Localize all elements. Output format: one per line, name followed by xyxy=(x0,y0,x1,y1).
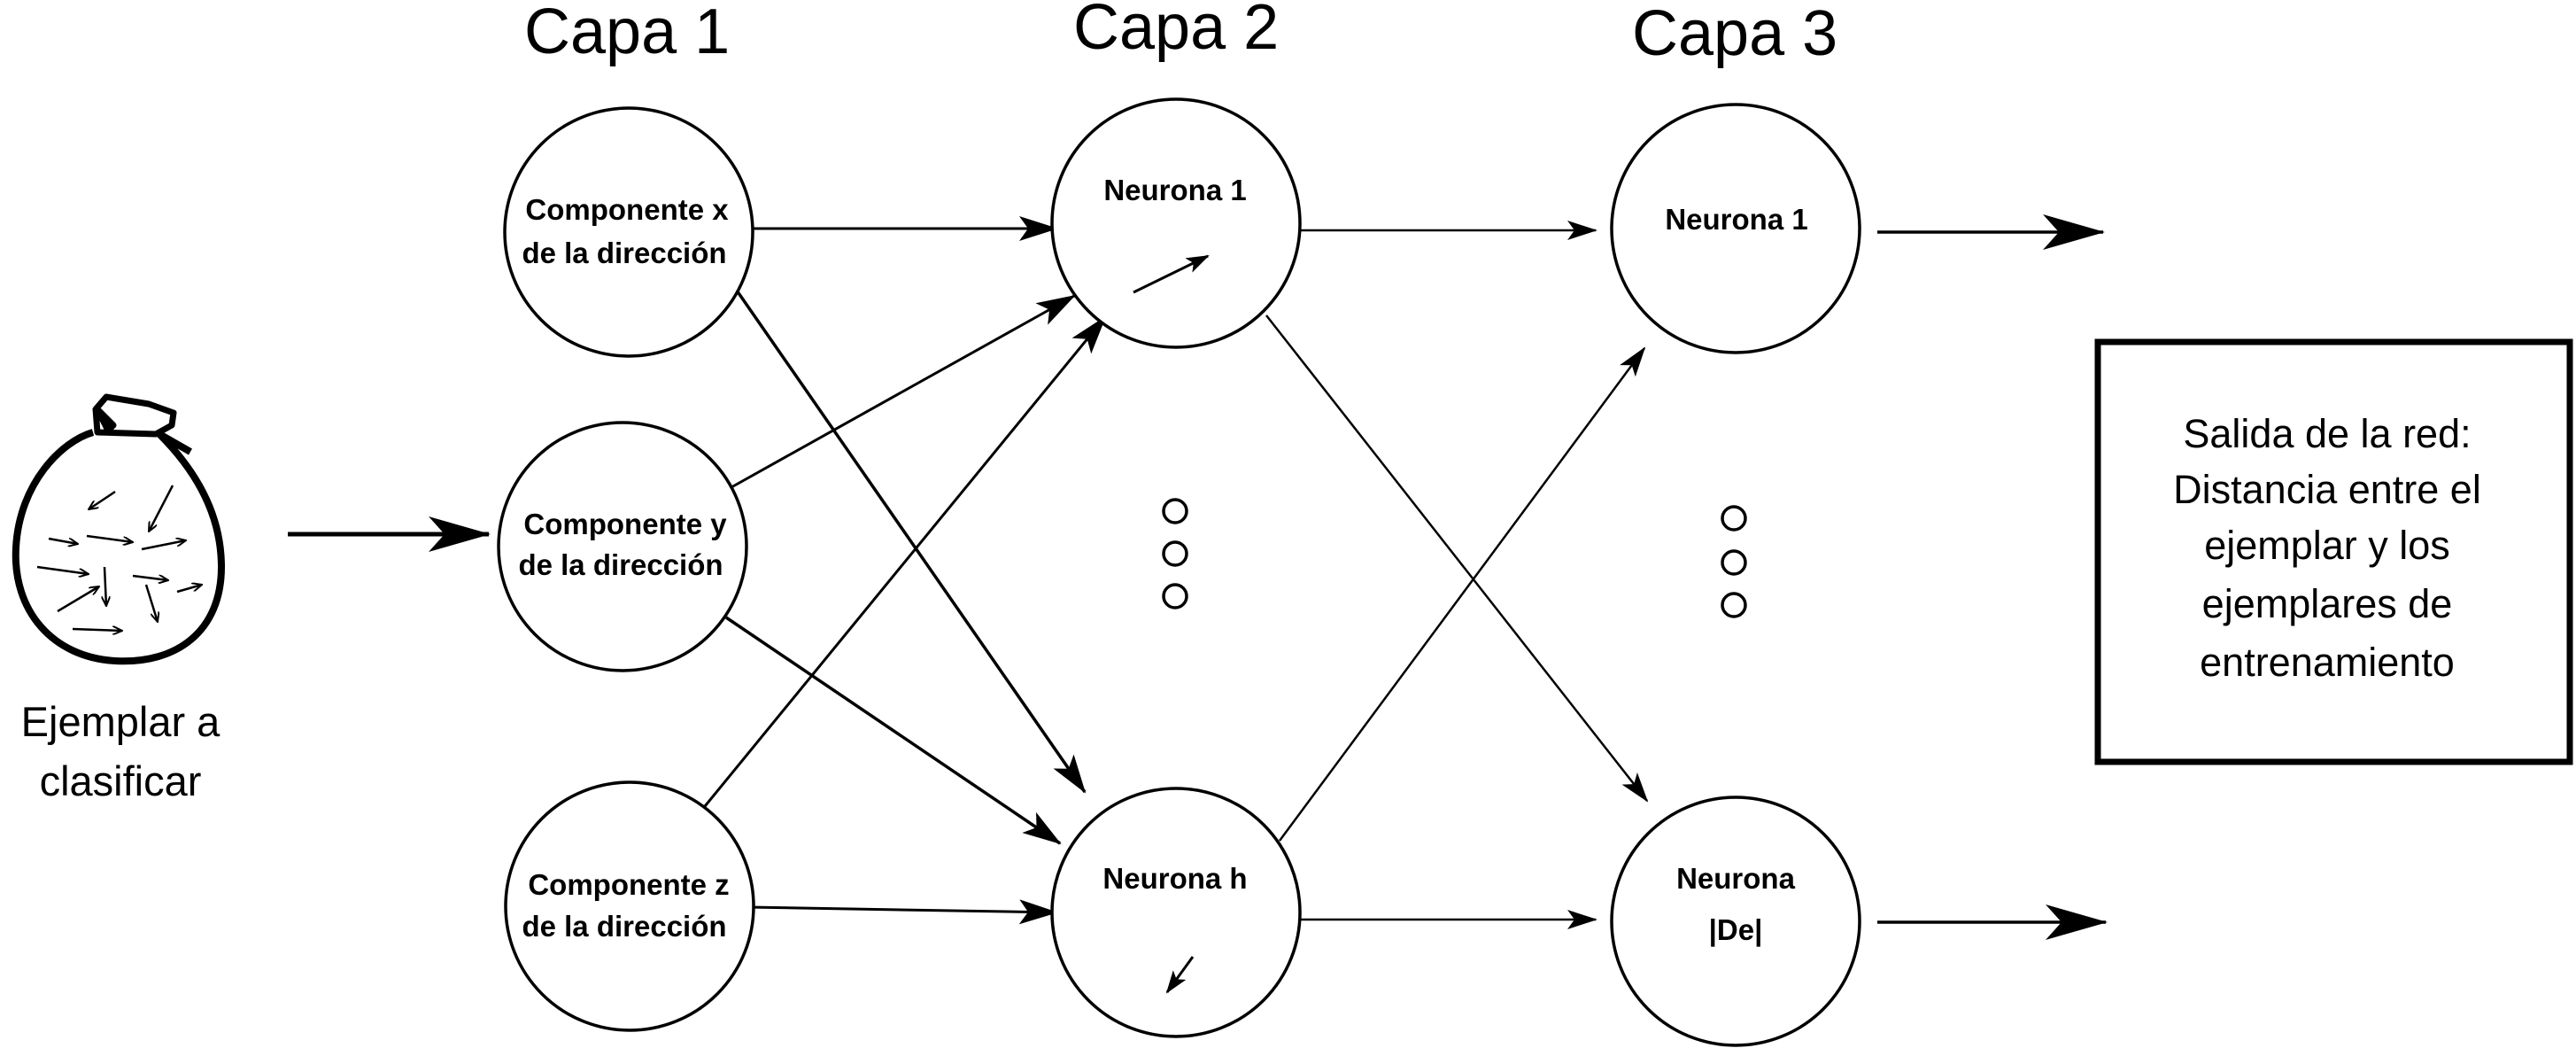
layer1-node-y: Componente y de la dirección xyxy=(497,421,748,672)
output-line-5: entrenamiento xyxy=(2200,640,2455,685)
layer3-neuron-1-label: Neurona 1 xyxy=(1665,203,1807,236)
layer2-neuron-h-label: Neurona h xyxy=(1102,862,1247,895)
layer3-neuron-d-line1: Neurona xyxy=(1676,862,1796,895)
edge-z-to-n1 xyxy=(700,315,1107,811)
node-z-line2: de la dirección xyxy=(522,910,726,943)
vertical-ellipsis-icon xyxy=(1162,498,1188,609)
output-line-1: Salida de la red: xyxy=(2183,411,2471,456)
bag-of-arrows-icon xyxy=(12,393,225,665)
edge-x-to-nh xyxy=(733,287,1087,794)
node-x-line1: Componente x xyxy=(525,193,729,226)
layer3-neuron-1: Neurona 1 xyxy=(1610,103,1861,354)
layer2-neuron-h: Neurona h xyxy=(1050,787,1302,1038)
layer1-node-z: Componente z de la dirección xyxy=(504,780,755,1032)
edges-layer2-to-layer3 xyxy=(1265,221,1649,929)
output-line-3: ejemplar y los xyxy=(2204,523,2450,568)
layer3-neuron-d-line2: |De| xyxy=(1709,913,1763,946)
layer2-neuron-1: Neurona 1 xyxy=(1050,97,1302,349)
neuron-1-weight-arrow-icon xyxy=(1133,254,1210,294)
output-line-2: Distancia entre el xyxy=(2173,467,2481,512)
output-box: Salida de la red: Distancia entre el eje… xyxy=(2094,338,2573,765)
neuron-h-weight-arrow-icon xyxy=(1165,956,1195,994)
output-line-4: ejemplares de xyxy=(2202,581,2453,626)
layer1-node-x: Componente x de la dirección xyxy=(503,106,754,358)
layer2-neuron-1-label: Neurona 1 xyxy=(1103,174,1246,206)
edge-n1-to-md xyxy=(1265,314,1649,803)
edge-z-to-nh xyxy=(747,899,1058,925)
input-label-line2: clasificar xyxy=(40,757,202,804)
edge-nh-to-m1 xyxy=(1278,346,1646,842)
node-x-line2: de la dirección xyxy=(522,237,726,269)
node-y-line1: Componente y xyxy=(523,508,727,540)
layer-3-title: Capa 3 xyxy=(1632,0,1837,69)
edge-y-to-n1 xyxy=(731,294,1076,489)
layer-1-title: Capa 1 xyxy=(524,0,730,67)
edge-y-to-nh xyxy=(725,616,1062,845)
layer-2-title: Capa 2 xyxy=(1073,0,1279,63)
node-y-line2: de la dirección xyxy=(518,548,723,581)
input-label-line1: Ejemplar a xyxy=(21,698,221,745)
node-z-line1: Componente z xyxy=(528,868,729,901)
edges-layer1-to-layer2 xyxy=(700,216,1107,925)
layer3-neuron-d: Neurona |De| xyxy=(1610,796,1861,1047)
vertical-ellipsis-icon-layer3 xyxy=(1721,505,1747,618)
